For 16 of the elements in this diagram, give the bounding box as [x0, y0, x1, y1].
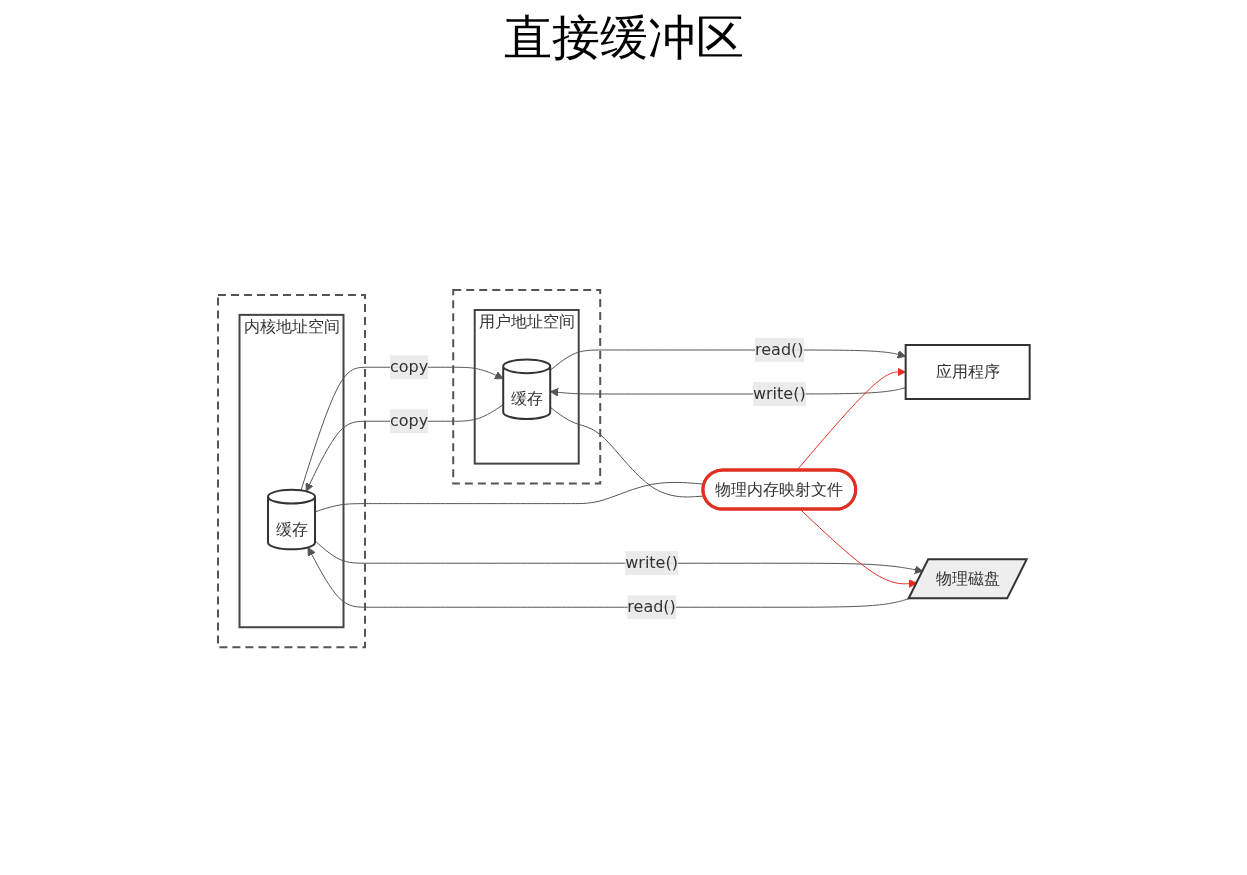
arrow	[799, 509, 918, 589]
arrow	[305, 404, 504, 493]
cluster	[451, 289, 601, 485]
edge-label: read()	[754, 340, 804, 360]
edge-label: read()	[626, 597, 676, 617]
diagram-title: 直接缓冲区	[502, 8, 745, 67]
arrow	[307, 547, 910, 609]
arrow	[314, 540, 924, 575]
edge-label: copy	[389, 357, 428, 377]
edge-label: write()	[752, 384, 806, 404]
arrow	[300, 367, 504, 492]
edge-label: write()	[624, 553, 678, 573]
node-box: 应用程序	[904, 344, 1031, 401]
edge-label: copy	[389, 411, 428, 431]
connector	[314, 482, 705, 513]
cluster	[216, 294, 366, 649]
